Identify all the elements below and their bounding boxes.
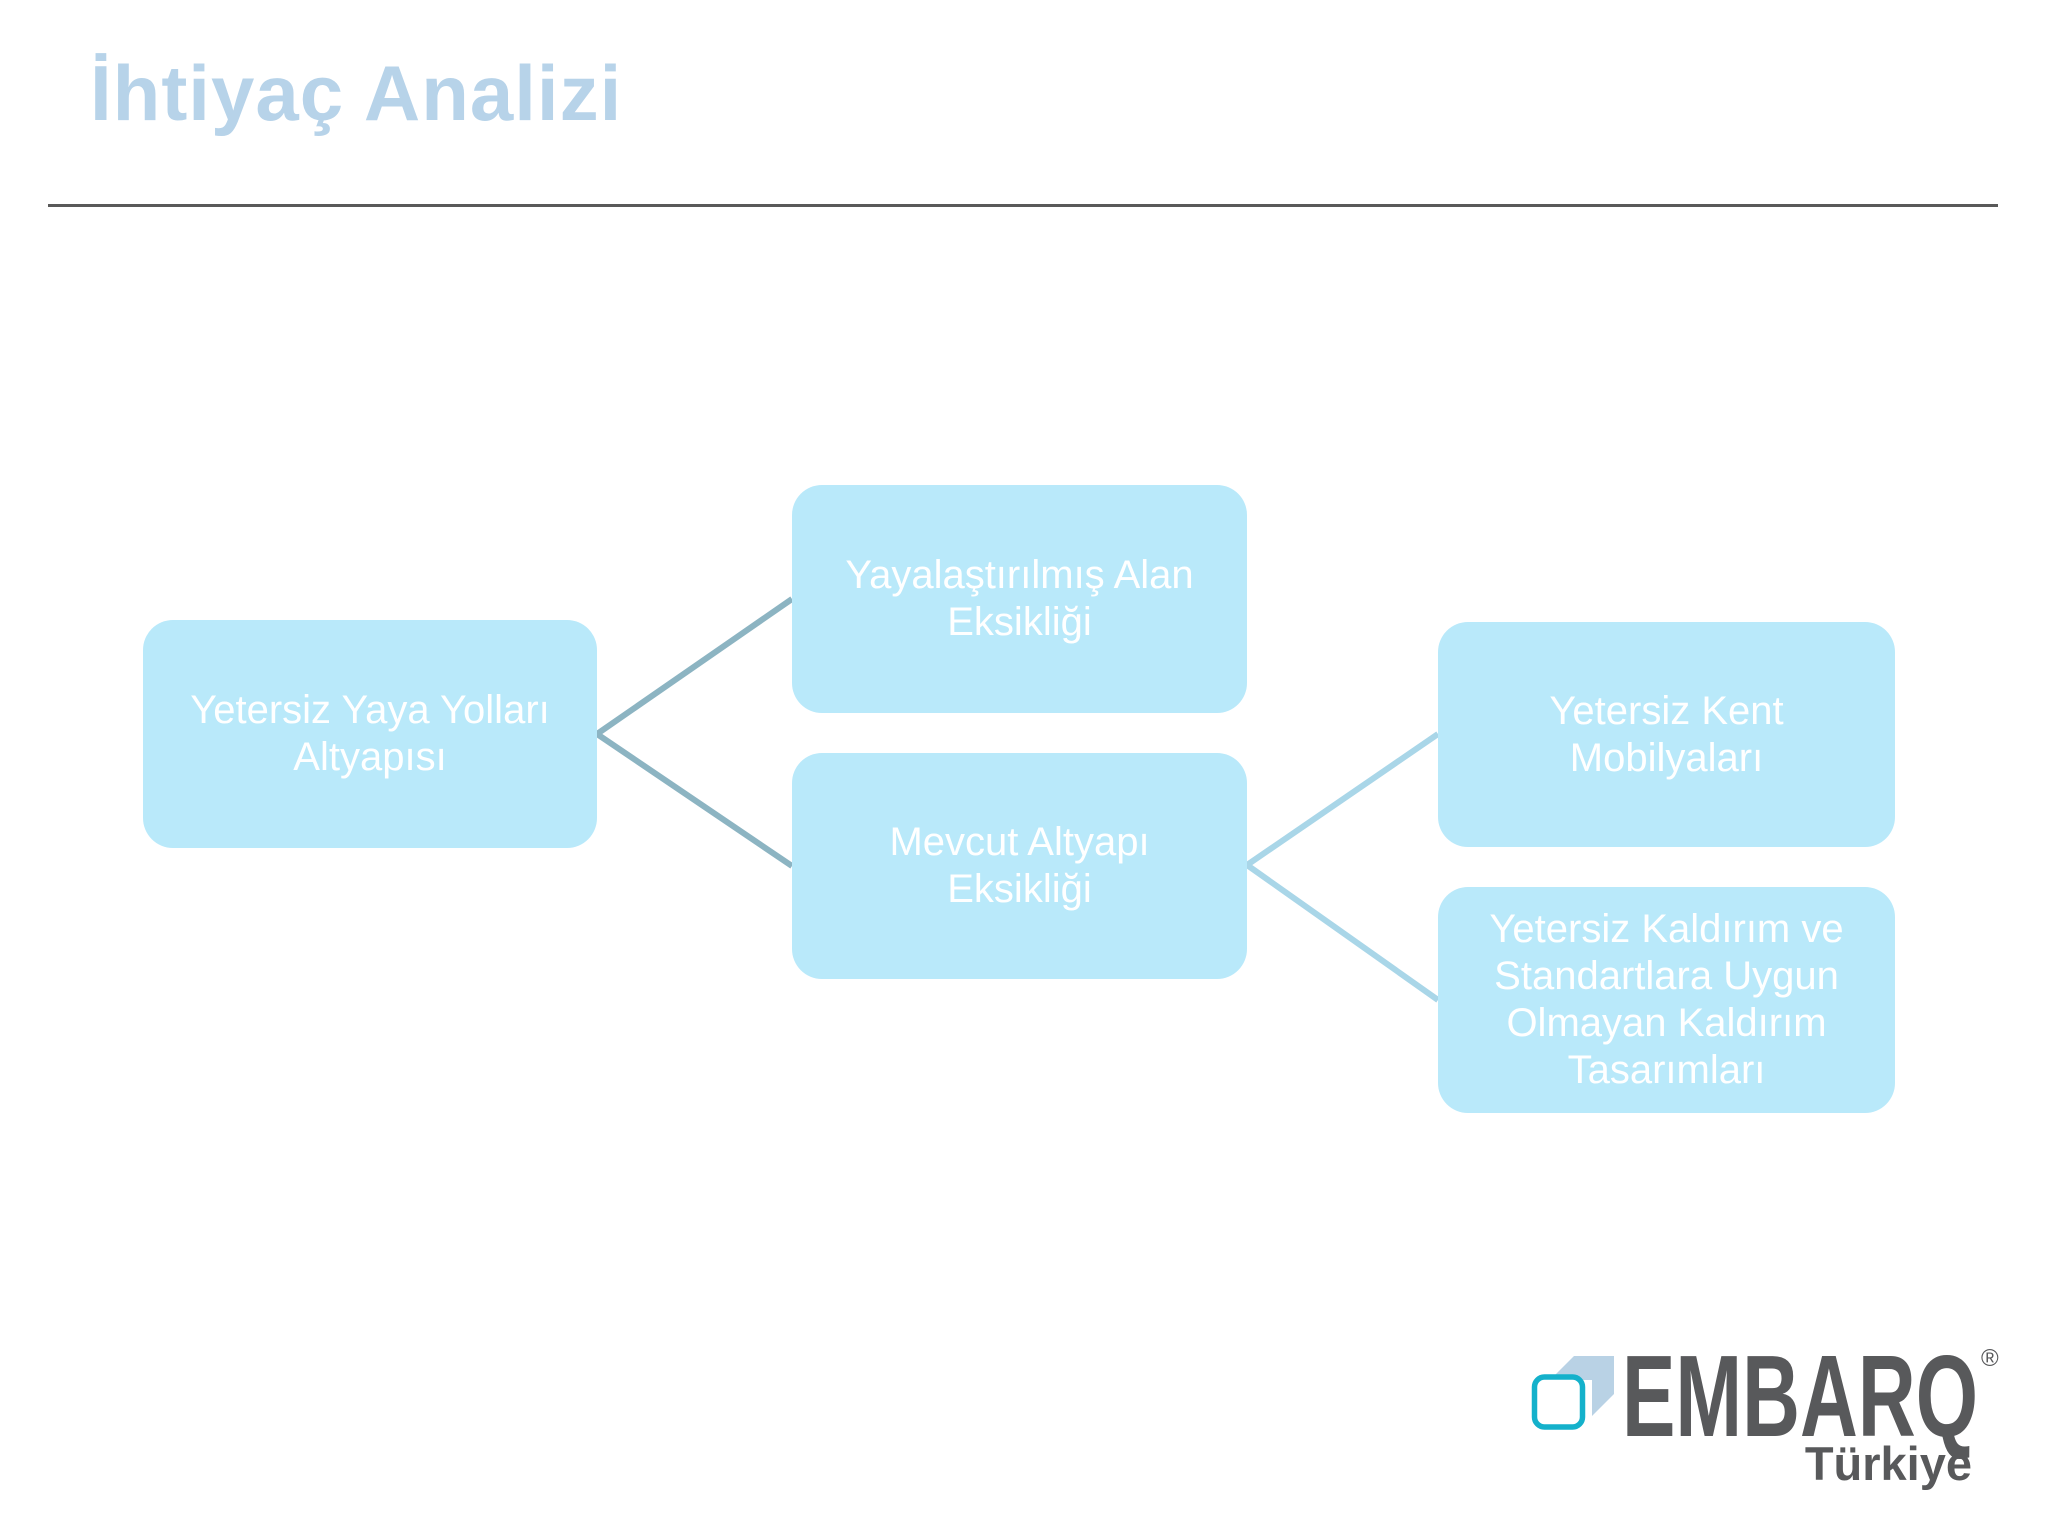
box-label: Yetersiz Kent Mobilyaları [1549,688,1784,780]
diagram-box-yetersiz-kent-mobilyalari: Yetersiz Kent Mobilyaları [1438,622,1895,847]
box-label: Yetersiz Yaya Yolları Altyapısı [190,688,550,779]
diagram-box-mevcut-altyapi: Mevcut Altyapı Eksikliği [792,753,1247,979]
logo-brand-text: EMBARQ [1622,1340,1978,1461]
title-divider [48,204,1998,207]
embarq-logo: EMBARQ ® Türkiye [1531,1340,1999,1490]
logo-region-text: Türkiye [1805,1437,1972,1490]
diagram-box-yayalastirilmis-alan: Yayalaştırılmış Alan Eksikliği [792,485,1247,713]
connector-right-branch [1245,731,1440,1003]
box-label: Yetersiz Kaldırım ve Standartlara Uygun … [1489,907,1844,1092]
diagram-box-yetersiz-yaya-yollari: Yetersiz Yaya Yolları Altyapısı [143,620,597,848]
logo-registered-mark-icon: ® [1981,1345,1999,1372]
box-label: Yayalaştırılmış Alan Eksikliği [845,553,1194,644]
box-label: Mevcut Altyapı Eksikliği [889,820,1150,911]
diagram-box-yetersiz-kaldirim: Yetersiz Kaldırım ve Standartlara Uygun … [1438,887,1895,1113]
logo-cube-icon [1550,1356,1614,1416]
logo-square-icon [1531,1374,1586,1430]
connector-left-branch [595,596,794,869]
page-title: İhtiyaç Analizi [90,49,623,137]
